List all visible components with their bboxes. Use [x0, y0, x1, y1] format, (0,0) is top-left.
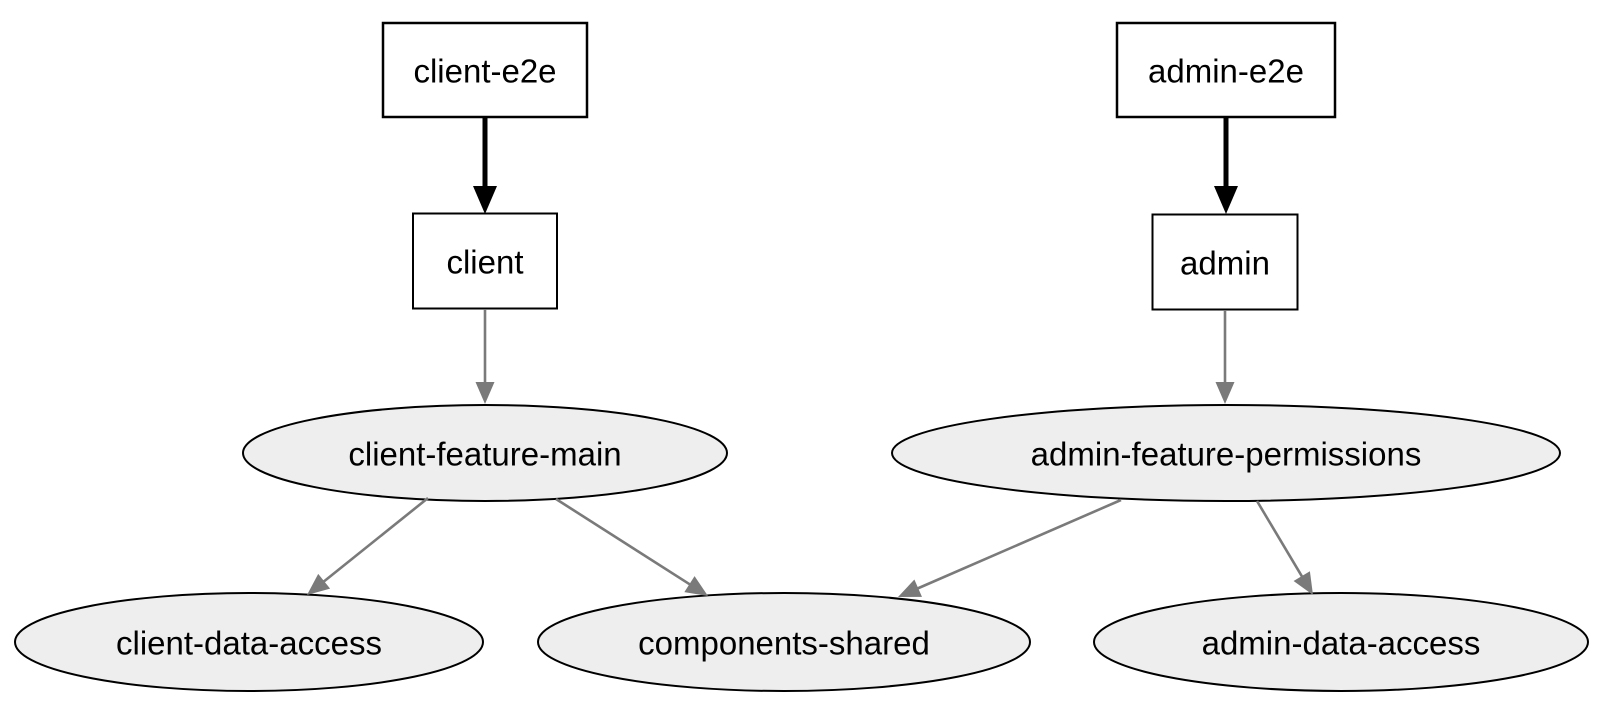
edge-admin-feature-permissions--admin-data-access — [1255, 500, 1313, 595]
node-label-admin-feature-permissions: admin-feature-permissions — [1031, 436, 1422, 473]
node-label-admin-data-access: admin-data-access — [1202, 625, 1481, 662]
node-label-client-data-access: client-data-access — [116, 625, 382, 662]
node-label-client-e2e: client-e2e — [413, 53, 556, 90]
edge-arrowhead — [1214, 186, 1238, 214]
node-label-admin-e2e: admin-e2e — [1148, 53, 1304, 90]
node-label-client: client — [446, 244, 523, 281]
edge-admin-feature-permissions--components-shared — [898, 498, 1122, 597]
node-client-e2e — [381, 21, 589, 119]
node-label-components-shared: components-shared — [638, 625, 930, 662]
node-shapes-layer — [14, 21, 1589, 692]
edge-client-feature-main--client-data-access — [307, 496, 429, 595]
edge-line — [1255, 500, 1304, 578]
edge-client--client-feature-main — [475, 309, 495, 404]
edge-arrowhead — [1293, 571, 1313, 595]
node-admin-e2e — [1115, 21, 1337, 119]
edge-arrowhead — [898, 579, 922, 597]
edge-client-feature-main--components-shared — [555, 497, 708, 596]
edge-admin-e2e--admin — [1214, 117, 1238, 214]
node-client-data-access — [14, 592, 484, 692]
edge-arrowhead — [473, 186, 497, 214]
node-label-client-feature-main: client-feature-main — [348, 436, 621, 473]
edge-line — [555, 497, 691, 586]
edge-line — [916, 498, 1122, 590]
node-components-shared — [537, 592, 1031, 692]
edge-arrowhead — [1215, 382, 1235, 404]
node-admin — [1151, 213, 1299, 311]
node-admin-data-access — [1093, 592, 1589, 692]
node-label-admin: admin — [1180, 245, 1270, 282]
node-client-feature-main — [242, 404, 728, 502]
edges-layer — [307, 117, 1313, 597]
edge-admin--admin-feature-permissions — [1215, 310, 1235, 404]
edge-arrowhead — [684, 576, 708, 596]
node-labels-layer: client-e2e admin-e2e client admin client-fea… — [116, 53, 1480, 662]
edge-client-e2e--client — [473, 117, 497, 214]
node-admin-feature-permissions — [891, 404, 1561, 502]
edge-line — [322, 496, 429, 583]
edge-arrowhead — [307, 573, 331, 595]
edge-arrowhead — [475, 382, 495, 404]
